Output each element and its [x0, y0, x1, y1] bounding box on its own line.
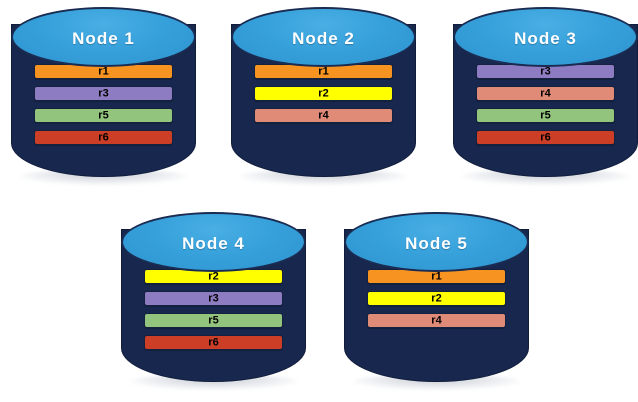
- cylinder-top[interactable]: Node 3: [453, 7, 638, 67]
- record-label: r4: [540, 87, 551, 100]
- record-label: r1: [318, 65, 329, 78]
- node-5[interactable]: r1 r2 r4 Node 5: [344, 212, 529, 390]
- record-bar[interactable]: r4: [367, 313, 506, 328]
- node-2[interactable]: r1 r2 r4 Node 2: [231, 7, 416, 185]
- record-bar[interactable]: r5: [144, 313, 283, 328]
- node-3[interactable]: r3 r4 r5 r6 Node 3: [453, 7, 638, 185]
- record-list: r1 r2 r4: [367, 269, 506, 328]
- record-label: r2: [318, 87, 329, 100]
- record-label: r6: [208, 336, 219, 349]
- node-title: Node 4: [182, 233, 245, 253]
- record-label: r3: [208, 292, 219, 305]
- record-bar[interactable]: r6: [476, 130, 615, 145]
- node-title: Node 2: [292, 28, 355, 48]
- cylinder-top[interactable]: Node 5: [344, 212, 529, 272]
- record-label: r5: [208, 314, 219, 327]
- record-bar[interactable]: r6: [34, 130, 173, 145]
- record-label: r2: [208, 270, 219, 283]
- record-bar[interactable]: r3: [144, 291, 283, 306]
- cylinder-top[interactable]: Node 4: [121, 212, 306, 272]
- node-1[interactable]: r1 r3 r5 r6 Node 1: [11, 7, 196, 185]
- record-bar[interactable]: r4: [476, 86, 615, 101]
- record-list: r3 r4 r5 r6: [476, 64, 615, 145]
- record-label: r3: [98, 87, 109, 100]
- record-label: r4: [431, 314, 442, 327]
- record-label: r4: [318, 109, 329, 122]
- node-title: Node 3: [514, 28, 577, 48]
- record-bar[interactable]: r2: [367, 291, 506, 306]
- record-bar[interactable]: r6: [144, 335, 283, 350]
- record-bar[interactable]: r2: [254, 86, 393, 101]
- record-label: r2: [431, 292, 442, 305]
- node-title: Node 1: [72, 28, 135, 48]
- record-label: r1: [431, 270, 442, 283]
- record-list: r1 r3 r5 r6: [34, 64, 173, 145]
- record-bar[interactable]: r5: [34, 108, 173, 123]
- cylinder-top[interactable]: Node 1: [11, 7, 196, 67]
- node-4[interactable]: r2 r3 r5 r6 Node 4: [121, 212, 306, 390]
- record-label: r5: [98, 109, 109, 122]
- record-bar[interactable]: r5: [476, 108, 615, 123]
- record-label: r3: [540, 65, 551, 78]
- record-label: r6: [540, 131, 551, 144]
- record-list: r2 r3 r5 r6: [144, 269, 283, 350]
- record-label: r5: [540, 109, 551, 122]
- record-bar[interactable]: r4: [254, 108, 393, 123]
- node-title: Node 5: [405, 233, 468, 253]
- record-label: r1: [98, 65, 109, 78]
- cylinder-top[interactable]: Node 2: [231, 7, 416, 67]
- record-label: r6: [98, 131, 109, 144]
- record-list: r1 r2 r4: [254, 64, 393, 123]
- record-bar[interactable]: r3: [34, 86, 173, 101]
